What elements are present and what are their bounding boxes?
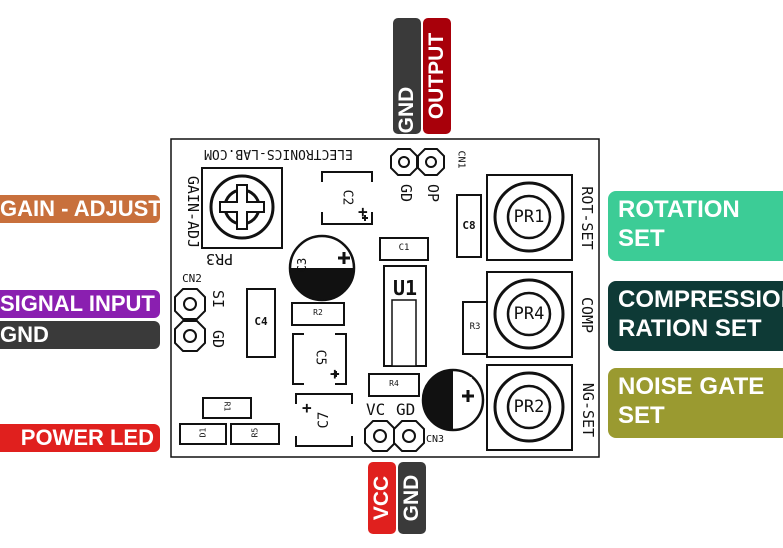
rotation-set-line2: SET xyxy=(618,225,665,252)
cn2-gd-label: GD xyxy=(209,329,227,349)
c3-label: C3 xyxy=(295,257,309,273)
r5-label: R5 xyxy=(250,427,260,438)
u1-label: U1 xyxy=(392,276,418,300)
cap-c5 xyxy=(292,333,347,385)
trimmer-pr2 xyxy=(486,364,573,451)
gnd-left-callout: GND xyxy=(0,321,160,349)
bottom-vcc-callout: VCC xyxy=(368,462,396,534)
compression-set-callout: COMPRESSION RATION SET xyxy=(608,281,783,351)
r4-label: R4 xyxy=(389,379,399,388)
compression-set-line2: RATION SET xyxy=(618,315,762,342)
bottom-gnd-callout: GND xyxy=(398,462,426,534)
power-led-text: POWER LED xyxy=(20,425,154,450)
resistor-r4 xyxy=(368,373,420,397)
cn3-label: CN3 xyxy=(426,434,445,445)
gain-adj-label: GAIN-ADJ xyxy=(184,175,202,249)
d1-label: D1 xyxy=(198,427,208,438)
pr2-label: PR2 xyxy=(513,397,545,417)
site-label: ELECTRONICS-LAB.COM xyxy=(204,146,353,161)
resistor-r5 xyxy=(230,423,280,445)
top-output-callout: OUTPUT xyxy=(423,18,451,134)
cap-c2 xyxy=(321,171,373,225)
cn1-op-label: OP xyxy=(424,183,442,203)
top-gnd-callout: GND xyxy=(393,18,421,134)
cn2-si-label: SI xyxy=(209,289,227,309)
c4-label: C4 xyxy=(254,315,268,328)
c7-label: C7 xyxy=(316,411,332,429)
c5-plus: + xyxy=(330,364,340,383)
gain-adjust-callout: GAIN - ADJUST xyxy=(0,195,160,223)
r2-label: R2 xyxy=(313,308,323,317)
signal-input-callout: SIGNAL INPUT xyxy=(0,290,160,318)
noise-gate-set-line1: NOISE GATE xyxy=(618,373,765,400)
cap-c6 xyxy=(421,368,485,432)
signal-input-text: SIGNAL INPUT xyxy=(0,291,155,316)
connector-cn1 xyxy=(390,148,445,176)
c5-label: C5 xyxy=(312,349,328,366)
ic-u1 xyxy=(383,265,427,367)
c2-label: C2 xyxy=(339,189,355,206)
diode-d1 xyxy=(179,423,227,445)
trimmer-pr3 xyxy=(201,167,283,249)
r1-label: R1 xyxy=(222,401,232,412)
noise-gate-set-line2: SET xyxy=(618,402,665,429)
cn3-vc-label: VC xyxy=(366,400,386,419)
cn1-gd-label: GD xyxy=(397,183,415,203)
top-gnd-text: GND xyxy=(395,86,418,134)
resistor-r1 xyxy=(202,397,252,419)
cap-c1 xyxy=(379,237,429,261)
comp-label: COMP xyxy=(578,296,596,334)
compression-set-line1: COMPRESSION xyxy=(618,286,783,313)
pr4-label: PR4 xyxy=(513,304,545,324)
resistor-r3 xyxy=(462,301,488,355)
power-led-callout: POWER LED xyxy=(0,424,160,452)
noise-gate-set-callout: NOISE GATE SET xyxy=(608,368,783,438)
ng-set-label: NG-SET xyxy=(579,382,597,438)
c8-label: C8 xyxy=(462,219,476,232)
bottom-gnd-text: GND xyxy=(400,474,423,522)
rotation-set-line1: ROTATION xyxy=(618,196,740,223)
c7-plus: + xyxy=(302,398,312,417)
cn2-label: CN2 xyxy=(182,272,202,285)
c1-label: C1 xyxy=(398,243,410,253)
rot-set-label: ROT-SET xyxy=(578,186,596,250)
c2-plus: + xyxy=(358,202,368,221)
gain-adjust-text: GAIN - ADJUST xyxy=(0,196,160,221)
cn3-gd-label: GD xyxy=(396,400,416,419)
top-output-text: OUTPUT xyxy=(425,32,448,120)
gnd-left-text: GND xyxy=(0,322,49,347)
resistor-r2 xyxy=(291,302,345,326)
rotation-set-callout: ROTATION SET xyxy=(608,191,783,261)
cap-c4 xyxy=(246,288,276,358)
r3-label: R3 xyxy=(469,322,481,332)
trimmer-pr1 xyxy=(486,174,573,261)
trimmer-pr4 xyxy=(486,271,573,358)
cap-c3 xyxy=(288,234,356,302)
pr1-label: PR1 xyxy=(513,207,545,227)
c6-label: C6 xyxy=(458,375,474,389)
connector-cn3 xyxy=(364,420,425,452)
pr3-label: PR3 xyxy=(206,250,234,268)
connector-cn2 xyxy=(174,288,206,352)
cap-c8 xyxy=(456,194,482,258)
cn1-label: CN1 xyxy=(455,150,467,169)
bottom-vcc-text: VCC xyxy=(370,475,393,521)
cap-c7 xyxy=(295,393,353,447)
